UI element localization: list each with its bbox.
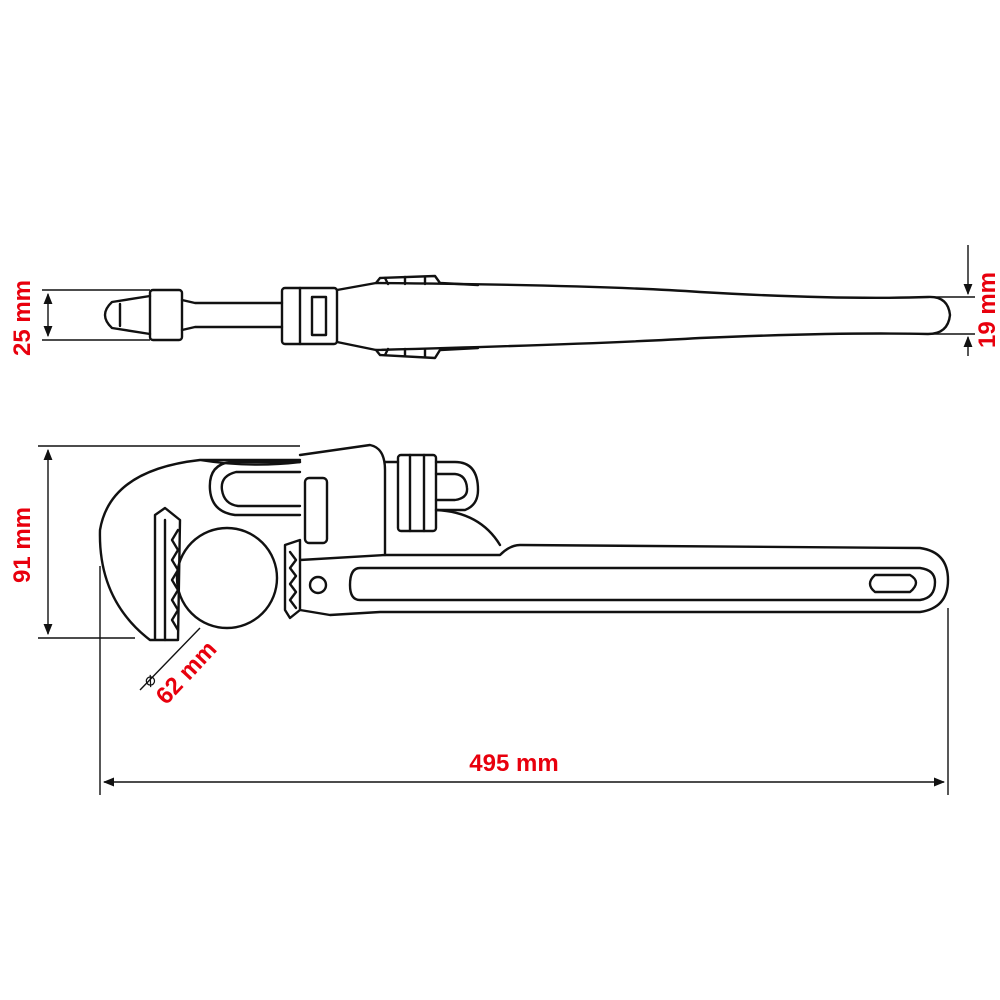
top-view-frame [335, 274, 480, 360]
label-handle-end-thickness: 19 mm [974, 272, 1000, 348]
heel-jaw [283, 443, 387, 620]
dim-handle-end-thickness: 19 mm [930, 245, 1000, 356]
wrench-side-view [98, 443, 950, 642]
guide-loop [208, 460, 302, 517]
pipe-circle [175, 526, 279, 630]
hook-jaw [98, 458, 302, 642]
label-jaw-height: 91 mm [9, 507, 36, 583]
handle [298, 508, 950, 617]
top-view-jaw-tip [103, 294, 152, 336]
handle-inner [348, 566, 937, 602]
frame [383, 460, 480, 512]
label-jaw-thickness: 25 mm [9, 280, 36, 356]
label-overall-length: 495 mm [469, 750, 558, 777]
hook-jaw-teeth [170, 528, 180, 632]
pivot-pin [308, 575, 328, 595]
dim-jaw-height: 91 mm [9, 445, 300, 639]
hang-hole [868, 573, 918, 594]
dim-jaw-thickness: 25 mm [9, 280, 150, 356]
top-view-collar [148, 288, 184, 342]
dim-overall-length: 495 mm [99, 566, 949, 795]
top-view-shank [180, 298, 284, 332]
top-view-handle [374, 281, 952, 352]
label-pipe-capacity: 62 mm [151, 636, 223, 710]
adjusting-nut [396, 453, 438, 533]
top-view-nut [280, 286, 339, 346]
wrench-top-view [103, 274, 952, 360]
